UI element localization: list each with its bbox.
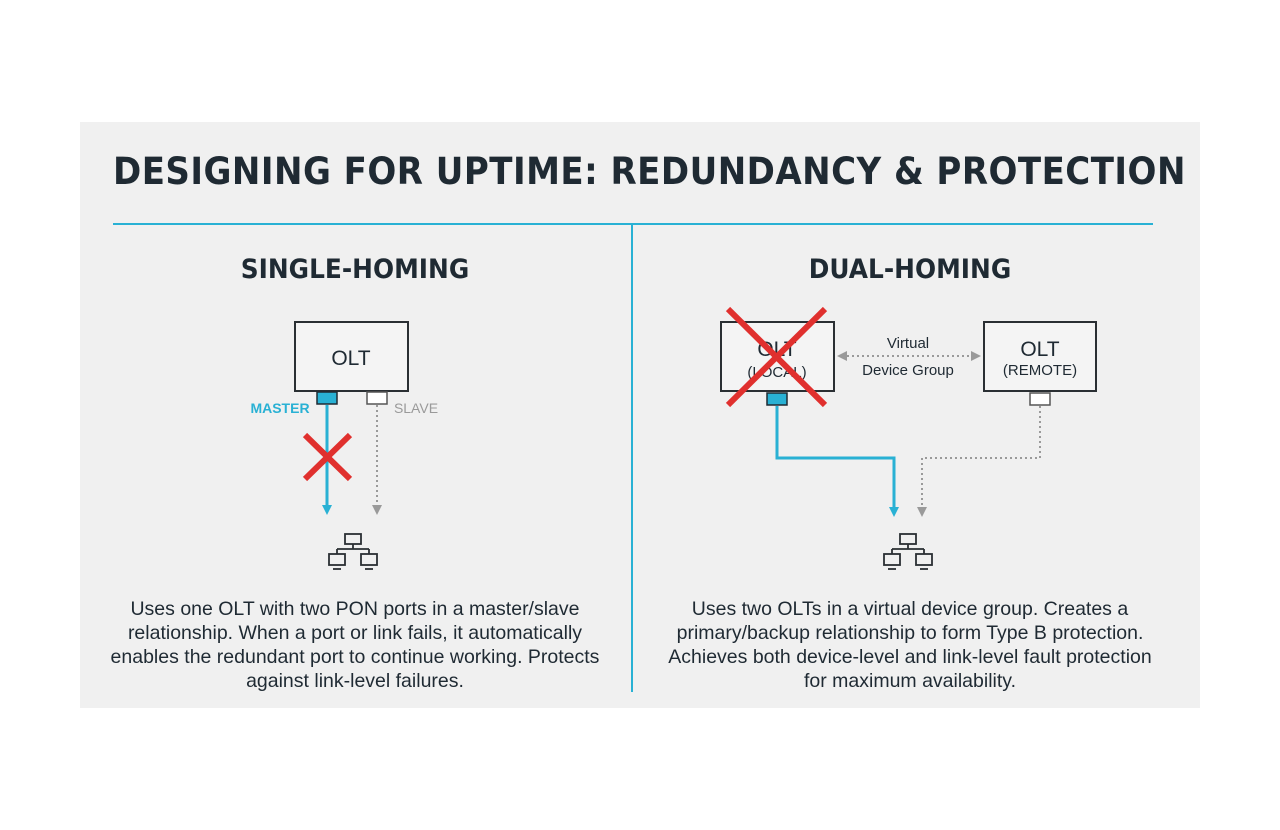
- slave-port: [366, 391, 388, 405]
- remote-port: [1029, 392, 1051, 406]
- diagram-canvas: OLT MASTER SLAVE: [250, 306, 1097, 570]
- column-divider: [631, 225, 633, 692]
- virtual-label-line1: Virtual: [887, 335, 929, 352]
- slave-label: SLAVE: [394, 400, 438, 416]
- remote-olt-sublabel: (REMOTE): [1003, 362, 1077, 379]
- title-divider: [113, 223, 1153, 225]
- single-homing-heading: SINGLE-HOMING: [240, 254, 470, 285]
- infographic-card: DESIGNING FOR UPTIME: REDUNDANCY & PROTE…: [80, 122, 1200, 708]
- single-homing-diagram: OLT MASTER SLAVE: [250, 321, 438, 570]
- single-olt-label: OLT: [331, 347, 370, 370]
- local-link-arrow: [775, 406, 899, 517]
- local-port: [766, 392, 788, 406]
- master-label: MASTER: [250, 400, 309, 416]
- remote-olt-label: OLT: [1020, 338, 1059, 361]
- dual-homing-heading: DUAL-HOMING: [808, 254, 1012, 285]
- master-port: [316, 391, 338, 405]
- remote-olt-box: [983, 321, 1097, 392]
- network-icon: [328, 533, 378, 570]
- remote-link-arrow: [917, 406, 1041, 517]
- page-title: DESIGNING FOR UPTIME: REDUNDANCY & PROTE…: [113, 150, 1186, 193]
- dual-homing-diagram: OLT (LOCAL) OLT (REMOTE) Virtual Device …: [720, 306, 1097, 570]
- network-icon: [883, 533, 933, 570]
- cross-mark-icon: [725, 306, 828, 408]
- single-olt-box: [294, 321, 409, 392]
- dual-homing-description: Uses two OLTs in a virtual device group.…: [668, 598, 1152, 692]
- cross-mark-icon: [302, 432, 353, 482]
- single-homing-description: Uses one OLT with two PON ports in a mas…: [110, 598, 600, 692]
- virtual-label-line2: Device Group: [862, 362, 954, 379]
